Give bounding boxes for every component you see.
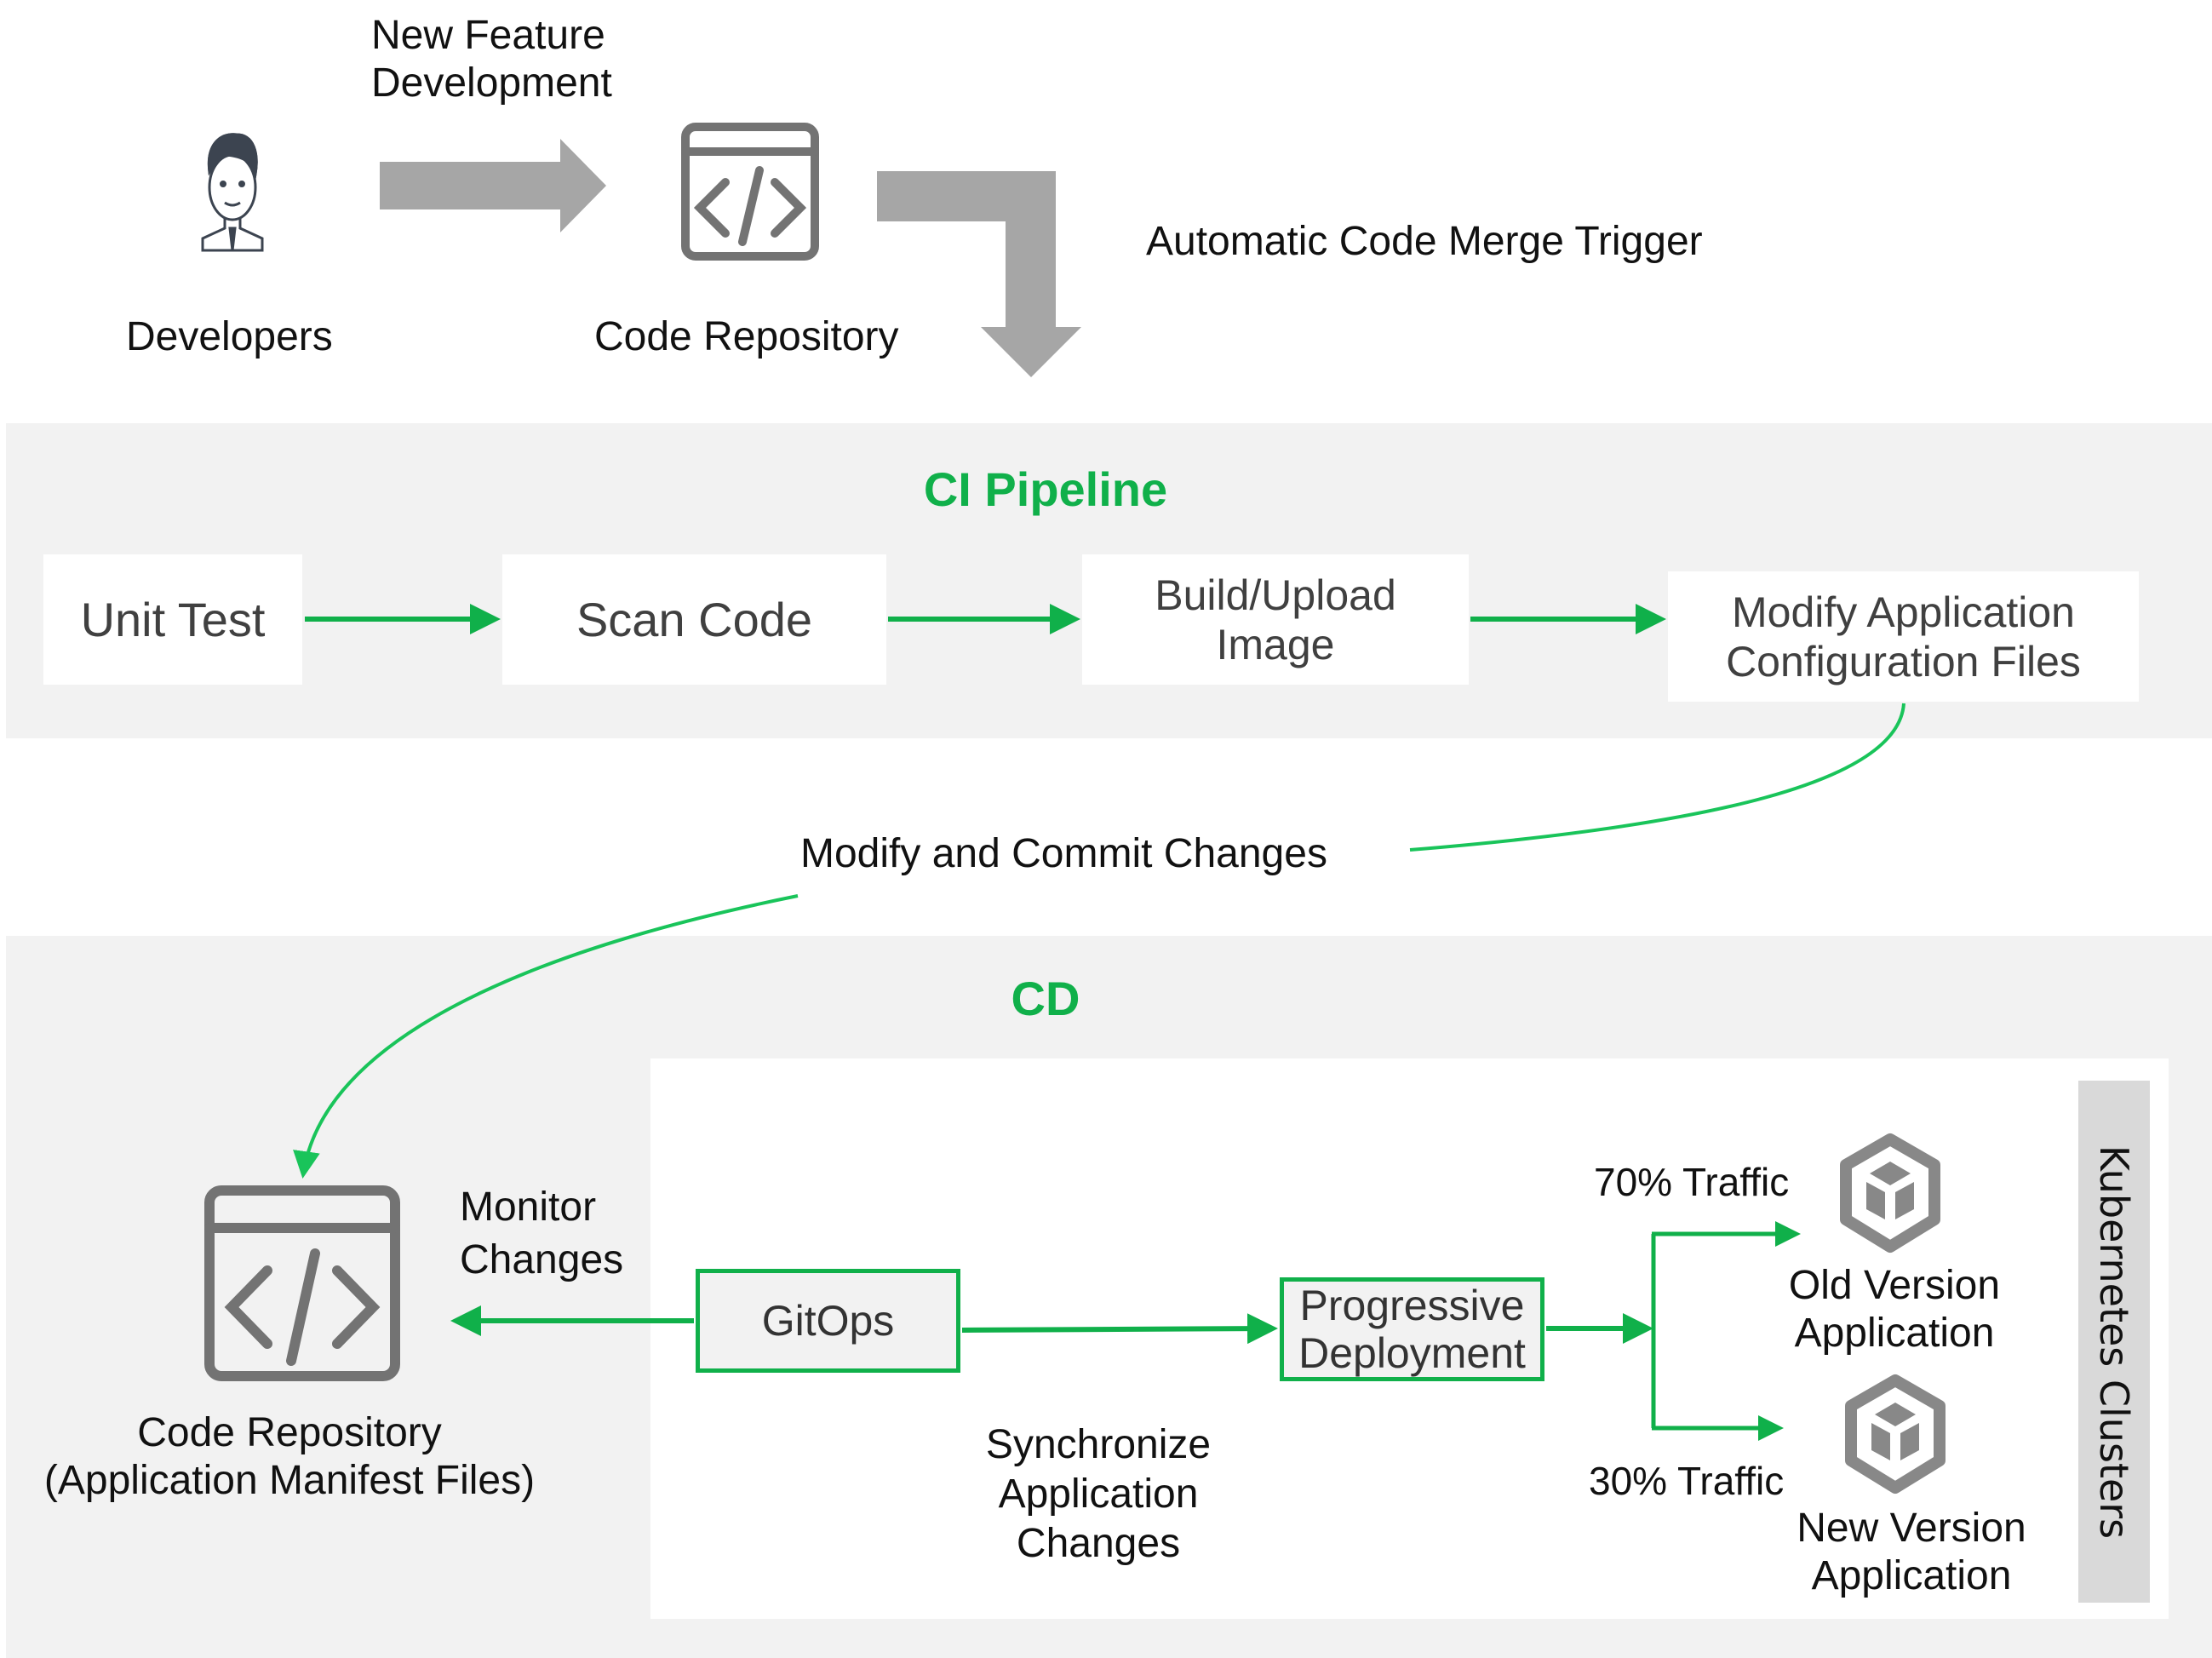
grey-arrow-right [380, 139, 606, 232]
step-unit-test[interactable]: Unit Test [43, 554, 302, 685]
commit-changes-label: Modify and Commit Changes [800, 831, 1327, 876]
developers-label: Developers [126, 314, 333, 359]
new-version-app-label: New Version Application [1797, 1506, 2026, 1598]
old-version-cube-icon [1840, 1133, 1940, 1253]
step-scan-code[interactable]: Scan Code [502, 554, 886, 685]
traffic-30-label: 30% Traffic [1589, 1459, 1785, 1503]
old-version-app-label: Old Version Application [1788, 1263, 2001, 1356]
arrow-gitops-to-progressive [961, 1313, 1278, 1345]
new-feature-label: New Feature Development [371, 13, 612, 106]
ci-pipeline-title: CI Pipeline [923, 462, 1168, 516]
new-version-cube-icon [1845, 1374, 1946, 1494]
developer-icon [201, 133, 264, 252]
manifest-repository-icon [204, 1185, 400, 1381]
code-repository-icon [681, 123, 819, 261]
grey-arrow-down [877, 171, 1081, 377]
merge-trigger-label: Automatic Code Merge Trigger [1146, 219, 1703, 264]
commit-curve-left [293, 894, 799, 1179]
sync-changes-label: Synchronize Application Changes [985, 1422, 1212, 1566]
cd-repo-label: Code Repository (Application Manifest Fi… [43, 1410, 536, 1503]
code-repository-label: Code Repository [594, 314, 899, 359]
commit-curve-right [1409, 703, 1905, 852]
gitops-box[interactable]: GitOps [696, 1269, 960, 1373]
kubernetes-clusters-bar: Kubernetes Clusters [2078, 1081, 2150, 1603]
monitor-changes-label: Monitor Changes [460, 1185, 624, 1282]
traffic-70-label: 70% Traffic [1594, 1160, 1790, 1204]
cd-title: CD [1011, 972, 1080, 1025]
